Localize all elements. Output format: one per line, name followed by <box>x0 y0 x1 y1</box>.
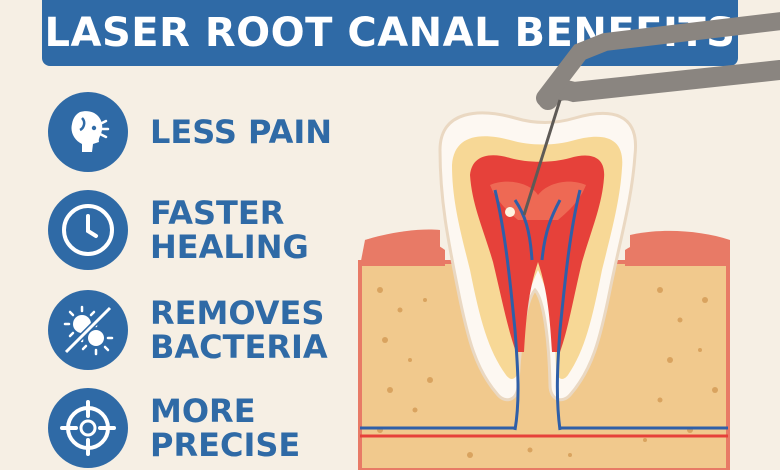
bacteria-icon <box>48 290 128 370</box>
tooth-illustration <box>358 12 780 470</box>
benefit-label: LESS PAIN <box>150 115 350 149</box>
benefit-label-line1: LESS PAIN <box>150 113 333 151</box>
tooth <box>438 111 638 402</box>
benefit-label: FASTER HEALING <box>150 196 350 264</box>
benefit-label-line2: PRECISE <box>150 426 301 464</box>
benefit-label: REMOVES BACTERIA <box>150 296 350 364</box>
nerves <box>360 189 728 431</box>
benefit-label-line2: BACTERIA <box>150 328 328 366</box>
benefit-removes-bacteria: REMOVES BACTERIA <box>48 290 350 370</box>
benefit-less-pain: LESS PAIN <box>48 92 350 172</box>
bone-texture <box>377 287 718 458</box>
face-pain-icon <box>48 92 128 172</box>
crosshair-icon <box>48 388 128 468</box>
benefit-label-line1: MORE <box>150 392 256 430</box>
clock-icon <box>48 190 128 270</box>
benefit-label: MORE PRECISE <box>150 394 350 462</box>
benefit-label-line2: HEALING <box>150 228 309 266</box>
gum-right <box>625 235 728 266</box>
jaw-bone <box>358 229 730 470</box>
benefit-label-line1: REMOVES <box>150 294 325 332</box>
laser-instrument <box>505 12 780 217</box>
benefit-faster-healing: FASTER HEALING <box>48 190 350 270</box>
gum-left <box>360 235 445 266</box>
benefit-label-line1: FASTER <box>150 194 285 232</box>
benefit-more-precise: MORE PRECISE <box>48 388 350 468</box>
